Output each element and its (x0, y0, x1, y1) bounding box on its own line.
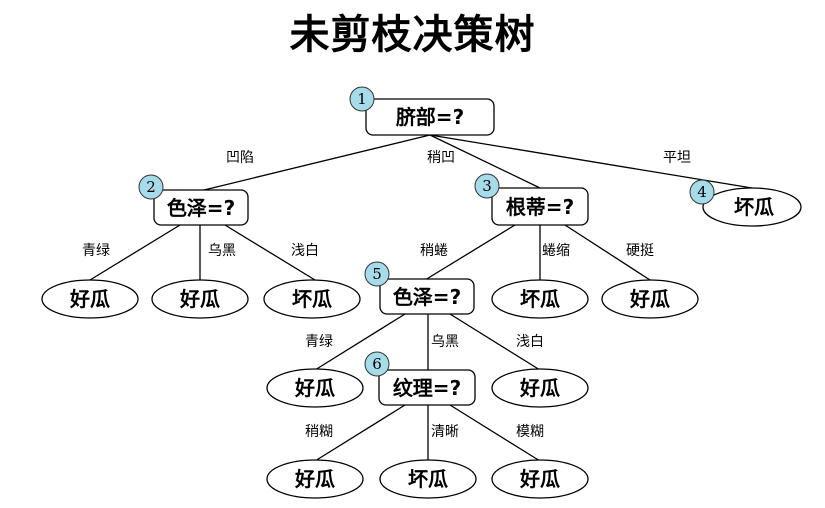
edge-label-qianbai: 浅白 (291, 243, 319, 259)
leaf-node: 好瓜 (41, 279, 139, 319)
leaf-label: 好瓜 (629, 287, 670, 311)
edge-label-wuhei-2: 乌黑 (431, 334, 459, 350)
badge-1: 1 (349, 86, 375, 112)
node-badges: 1 2 3 4 5 6 (138, 86, 715, 377)
edge-label-yingting: 硬挺 (626, 243, 654, 259)
node-label: 脐部=? (396, 105, 464, 129)
edge-label-shaoquan: 稍蜷 (420, 243, 448, 259)
edge-label-mohu: 模糊 (516, 424, 544, 440)
edge-line (429, 134, 753, 189)
badge-number: 3 (482, 177, 492, 195)
edge-label-quansuo: 蜷缩 (542, 243, 570, 259)
node-3: 根蒂=? (491, 187, 589, 226)
tree-edges (89, 134, 753, 462)
leaf-node: 好瓜 (491, 368, 589, 408)
edge-line (89, 224, 181, 281)
edge-line (224, 224, 316, 281)
leaf-node: 好瓜 (151, 279, 249, 319)
leaf-label: 好瓜 (69, 287, 110, 311)
badge-number: 1 (357, 90, 367, 108)
leaf-node: 好瓜 (266, 368, 364, 408)
badge-4: 4 (689, 179, 715, 205)
badge-5: 5 (364, 261, 390, 287)
leaf-label: 坏瓜 (292, 287, 332, 311)
node-label: 根蒂=? (506, 195, 574, 219)
leaf-node: 坏瓜 (379, 459, 477, 499)
badge-3: 3 (474, 173, 500, 199)
edge-label-aoxian: 凹陷 (226, 150, 254, 166)
edge-line (314, 313, 406, 371)
leaf-label: 好瓜 (294, 467, 335, 491)
edge-labels: 凹陷 稍凹 平坦 青绿 乌黑 浅白 稍蜷 蜷缩 硬挺 青绿 乌黑 浅白 稍糊 清… (82, 150, 691, 440)
badge-2: 2 (138, 174, 164, 200)
leaf-node: 坏瓜 (491, 279, 589, 319)
edge-line (564, 224, 651, 281)
leaf-node: 好瓜 (266, 459, 364, 499)
edge-line (449, 404, 541, 462)
badge-number: 6 (372, 355, 382, 373)
leaf-label: 好瓜 (519, 467, 560, 491)
badge-number: 2 (146, 178, 156, 196)
leaf-node: 坏瓜 (263, 279, 361, 319)
leaf-node: 好瓜 (601, 279, 699, 319)
leaf-node-4: 坏瓜 (702, 187, 802, 227)
edge-line (199, 134, 431, 192)
edge-label-qinglv: 青绿 (82, 243, 110, 259)
edge-line (314, 404, 406, 462)
node-6: 纹理=? (378, 369, 476, 406)
edge-label-shaoao: 稍凹 (427, 150, 455, 166)
node-1: 脐部=? (365, 98, 495, 136)
leaf-label: 好瓜 (294, 376, 335, 400)
node-2: 色泽=? (153, 189, 249, 226)
node-label: 色泽=? (167, 196, 235, 220)
badge-6: 6 (364, 351, 390, 377)
leaf-node: 好瓜 (491, 459, 589, 499)
leaf-label: 坏瓜 (520, 287, 560, 311)
node-label: 色泽=? (393, 285, 461, 309)
badge-number: 5 (372, 265, 382, 283)
leaf-label: 坏瓜 (734, 195, 774, 219)
node-label: 纹理=? (393, 376, 461, 400)
edge-line (429, 134, 541, 189)
edge-line (424, 224, 516, 281)
edge-label-shaohu: 稍糊 (305, 424, 333, 440)
edge-label-qianbai-2: 浅白 (516, 334, 544, 350)
edge-label-qingxi: 清晰 (431, 424, 459, 440)
edge-label-wuhei: 乌黑 (208, 243, 236, 259)
leaf-label: 坏瓜 (408, 467, 448, 491)
edge-label-qinglv-2: 青绿 (305, 334, 333, 350)
page-title: 未剪枝决策树 (289, 12, 536, 58)
edge-line (449, 313, 541, 371)
leaf-label: 好瓜 (179, 287, 220, 311)
badge-number: 4 (697, 183, 707, 201)
leaf-label: 好瓜 (519, 376, 560, 400)
edge-label-pingtan: 平坦 (663, 150, 691, 166)
node-5: 色泽=? (379, 278, 475, 315)
